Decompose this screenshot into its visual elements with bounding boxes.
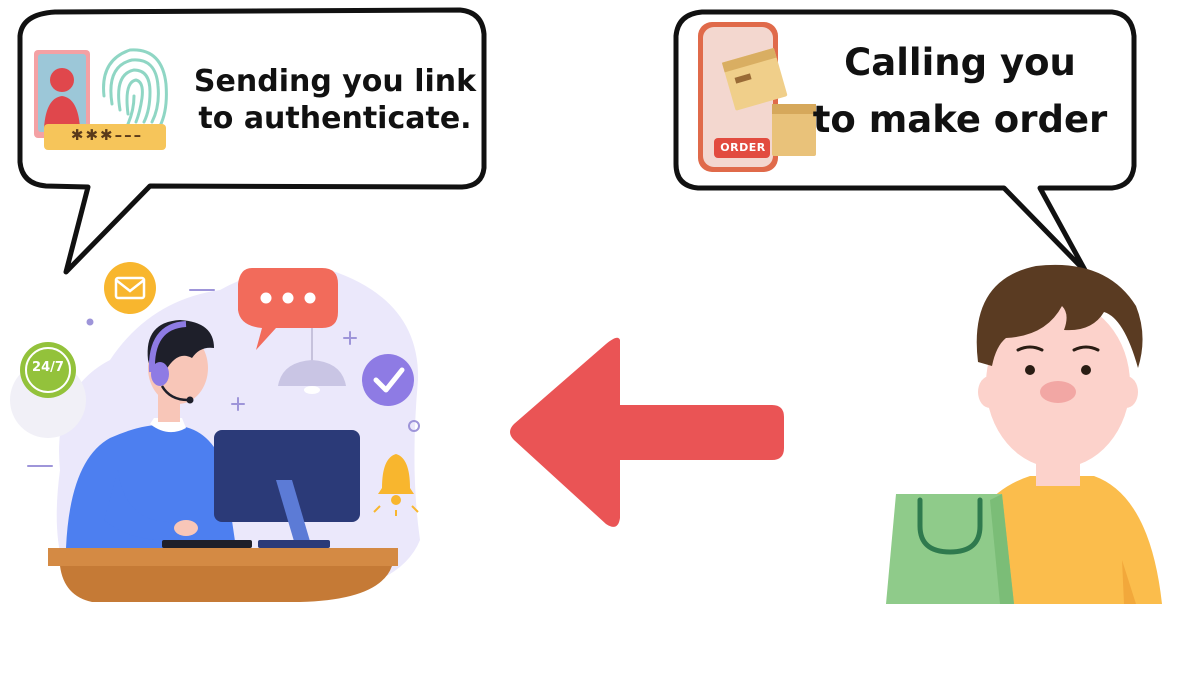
lamp-icon bbox=[278, 328, 346, 394]
arrow-left bbox=[510, 337, 784, 527]
badge-24-7-label: 24/7 bbox=[32, 360, 64, 375]
left-speech-bubble bbox=[17, 7, 487, 275]
agent-person bbox=[66, 320, 236, 548]
decorative-sparkles bbox=[27, 289, 420, 467]
left-bubble-line-2: to authenticate. bbox=[198, 100, 472, 136]
left-bubble-text: Sending you link to authenticate. bbox=[190, 64, 480, 137]
check-icon bbox=[362, 354, 414, 406]
chat-icon bbox=[238, 268, 338, 350]
bell-icon bbox=[373, 454, 419, 516]
desk bbox=[48, 548, 398, 602]
left-bubble-line-1: Sending you link bbox=[193, 64, 477, 99]
shopping-bag-icon bbox=[886, 494, 1014, 604]
password-field bbox=[44, 124, 166, 150]
keyboard bbox=[162, 540, 252, 548]
right-bubble-line-1: Calling you bbox=[844, 41, 1076, 84]
mail-icon bbox=[104, 262, 156, 314]
right-speech-bubble bbox=[673, 9, 1137, 275]
password-mask-label: ✱✱✱––– bbox=[70, 126, 144, 144]
right-bubble-text: Calling you to make order bbox=[800, 34, 1120, 149]
support-agent-illustration bbox=[10, 262, 421, 602]
fingerprint-icon bbox=[102, 48, 168, 128]
customer-illustration bbox=[886, 264, 1162, 604]
box-icon bbox=[721, 47, 816, 156]
phone-order-label: ORDER bbox=[720, 141, 766, 154]
clock-24-7-icon bbox=[10, 342, 86, 438]
user-id-icon bbox=[34, 50, 90, 138]
computer-monitor bbox=[214, 430, 360, 548]
right-bubble-line-2: to make order bbox=[812, 98, 1108, 142]
headset-icon bbox=[148, 321, 194, 404]
